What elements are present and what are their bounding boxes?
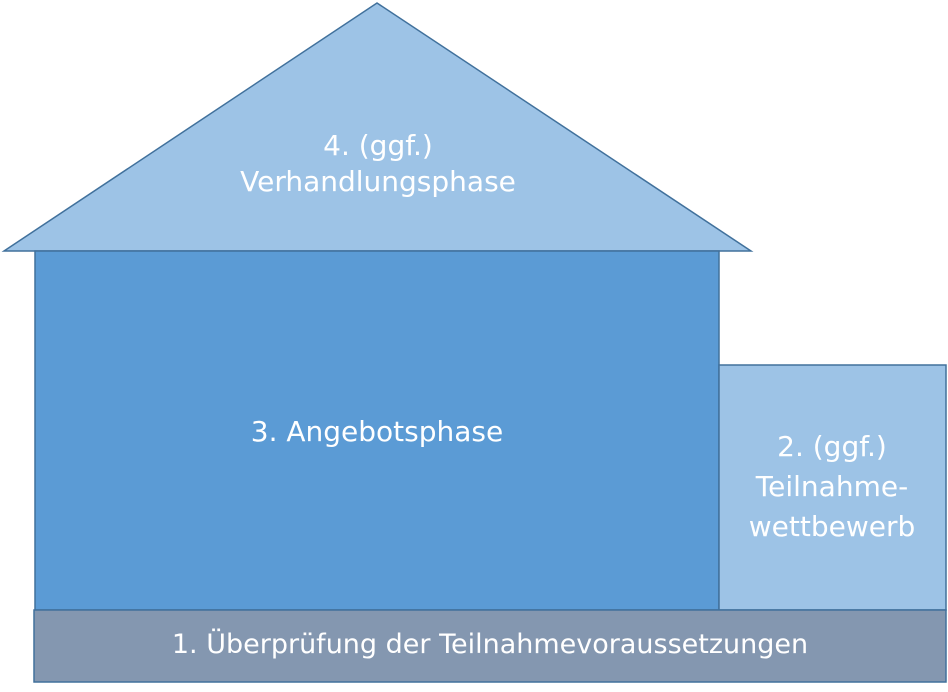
roof-label: 4. (ggf.) Verhandlungsphase [178,128,578,200]
side-label-line-3: wettbewerb [748,510,916,543]
base-label-line-1: 1. Überprüfung der Teilnahmevoraussetzun… [171,629,809,660]
main-label: 3. Angebotsphase [35,414,719,450]
side-label-line-2: Teilnahme- [755,470,909,503]
base-block [33,609,947,683]
main-label-line-1: 3. Angebotsphase [250,415,504,448]
side-label-line-1: 2. (ggf.) [777,430,887,463]
roof-triangle [1,2,754,252]
base-label: 1. Überprüfung der Teilnahmevoraussetzun… [34,627,946,663]
roof-label-line-1: 4. (ggf.) [323,129,433,162]
side-block [718,364,947,611]
side-label: 2. (ggf.) Teilnahme- wettbewerb [718,427,946,547]
main-block [34,250,720,611]
roof-label-line-2: Verhandlungsphase [240,165,516,198]
